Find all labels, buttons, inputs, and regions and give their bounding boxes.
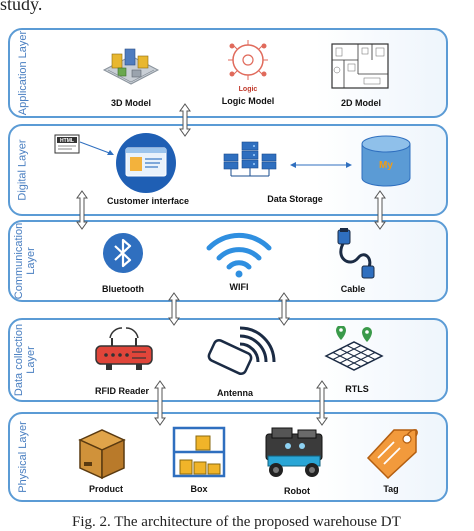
comm-collection-arrow-left <box>168 292 180 326</box>
customer-interface-icon <box>116 133 176 193</box>
2d-floorplan-icon <box>331 43 389 89</box>
app-digital-arrow <box>179 103 191 137</box>
collection-physical-arrow-left <box>154 380 166 426</box>
digital-layer-title: Digital Layer <box>17 139 30 201</box>
rtls-label: RTLS <box>345 384 369 394</box>
physical-layer-title: Physical Layer <box>17 421 30 493</box>
application-layer: Application Layer 3D Model Logic Logic M… <box>8 28 448 118</box>
html-badge-icon: HTML <box>54 134 80 154</box>
logic-model-label: Logic Model <box>221 96 275 106</box>
digital-comm-arrow-right <box>374 190 386 230</box>
box-shelf-icon <box>172 426 226 478</box>
logic-icon-text: Logic <box>239 86 258 93</box>
html-badge-text: HTML <box>60 138 74 144</box>
comm-collection-arrow-right <box>278 292 290 326</box>
rfid-reader-label: RFID Reader <box>94 386 150 396</box>
logic-brain-icon: Logic <box>228 40 268 93</box>
2d-model-label: 2D Model <box>340 98 382 108</box>
antenna-label: Antenna <box>217 388 253 398</box>
tag-icon <box>366 429 418 480</box>
antenna-icon <box>207 326 276 376</box>
customer-interface-label: Customer interface <box>106 196 190 206</box>
wifi-icon <box>206 232 272 278</box>
product-label: Product <box>88 484 124 494</box>
collection-physical-arrow-right <box>316 380 328 426</box>
3d-model-label: 3D Model <box>110 98 152 108</box>
wifi-label: WIFI <box>229 282 249 292</box>
digital-comm-arrow-left <box>76 190 88 230</box>
box-label: Box <box>190 484 208 494</box>
rfid-reader-icon <box>95 327 153 370</box>
robot-label: Robot <box>284 486 310 496</box>
badge-interface-arrow <box>79 141 114 155</box>
mysql-text: My <box>379 160 393 171</box>
bluetooth-label: Bluetooth <box>102 284 144 294</box>
application-layer-title: Application Layer <box>17 30 30 116</box>
mysql-database-icon: My <box>361 135 411 187</box>
bluetooth-icon <box>103 233 143 273</box>
rtls-grid-icon <box>324 326 384 371</box>
product-box-icon <box>78 429 126 480</box>
data-storage-icon <box>223 141 277 177</box>
figure-caption: Fig. 2. The architecture of the proposed… <box>72 514 401 530</box>
3d-model-icon <box>102 48 160 85</box>
data-storage-label: Data Storage <box>267 194 323 204</box>
preceding-text: study. <box>0 0 43 14</box>
cable-label: Cable <box>340 284 366 294</box>
storage-db-double-arrow <box>290 162 352 168</box>
tag-label: Tag <box>383 484 399 494</box>
physical-layer: Physical Layer Product Box Robot Tag <box>8 412 448 502</box>
cable-icon <box>337 228 375 279</box>
robot-icon <box>265 427 323 477</box>
